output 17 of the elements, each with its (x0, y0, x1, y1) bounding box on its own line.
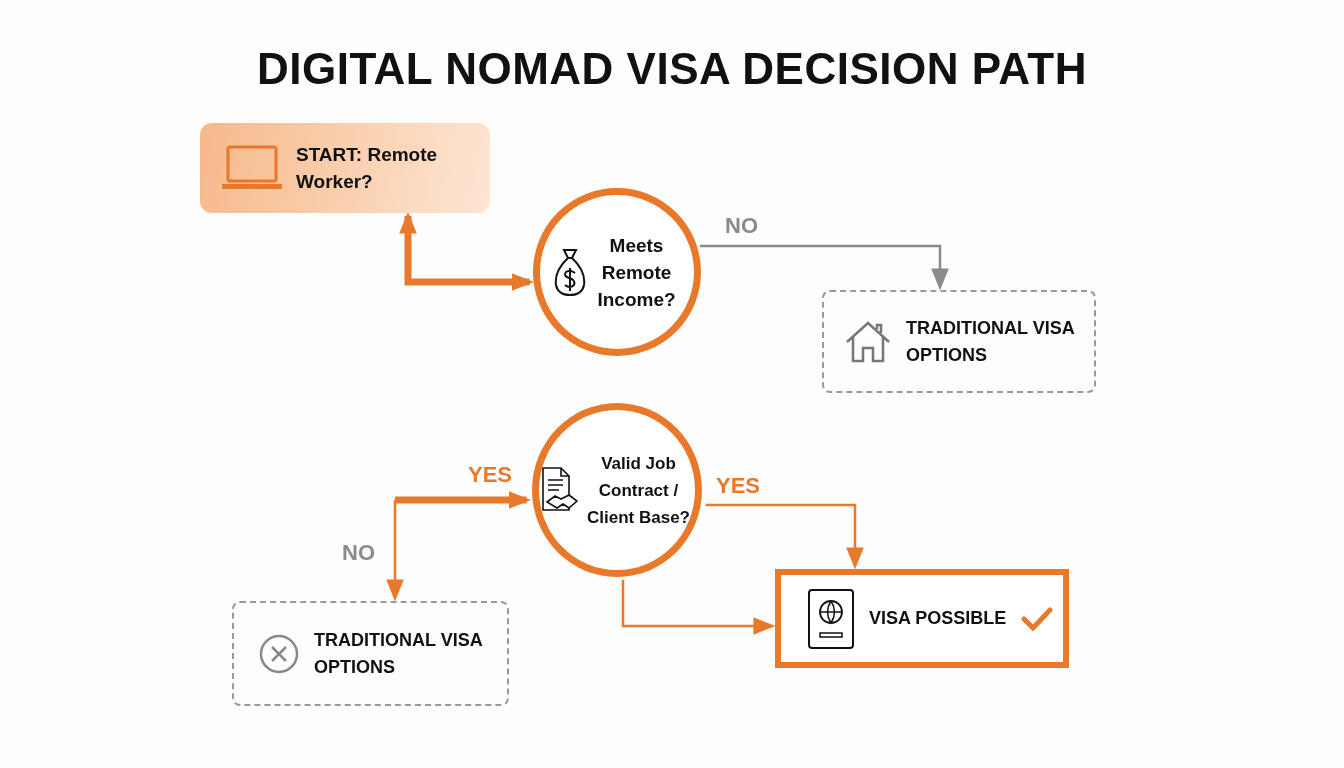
node-label: TRADITIONAL VISA OPTIONS (314, 628, 483, 679)
start-box (200, 123, 490, 213)
diagram-title: DIGITAL NOMAD VISA DECISION PATH (256, 44, 1088, 94)
arrow (705, 503, 864, 570)
arrow (399, 211, 534, 291)
outcome-box (232, 601, 509, 706)
node-label: Meets Remote Income? (596, 233, 677, 312)
arrow (395, 491, 531, 509)
node-label: VISA POSSIBLE (869, 607, 1008, 630)
result-box (775, 569, 1069, 668)
node-label: Valid Job Contract / Client Base? (586, 452, 691, 529)
node-label: TRADITIONAL VISA OPTIONS (906, 316, 1075, 367)
node-label: START: Remote Worker? (296, 143, 439, 194)
outcome-box (822, 290, 1096, 393)
arrow (699, 244, 949, 291)
arrow (386, 500, 404, 602)
arrow (621, 579, 776, 635)
